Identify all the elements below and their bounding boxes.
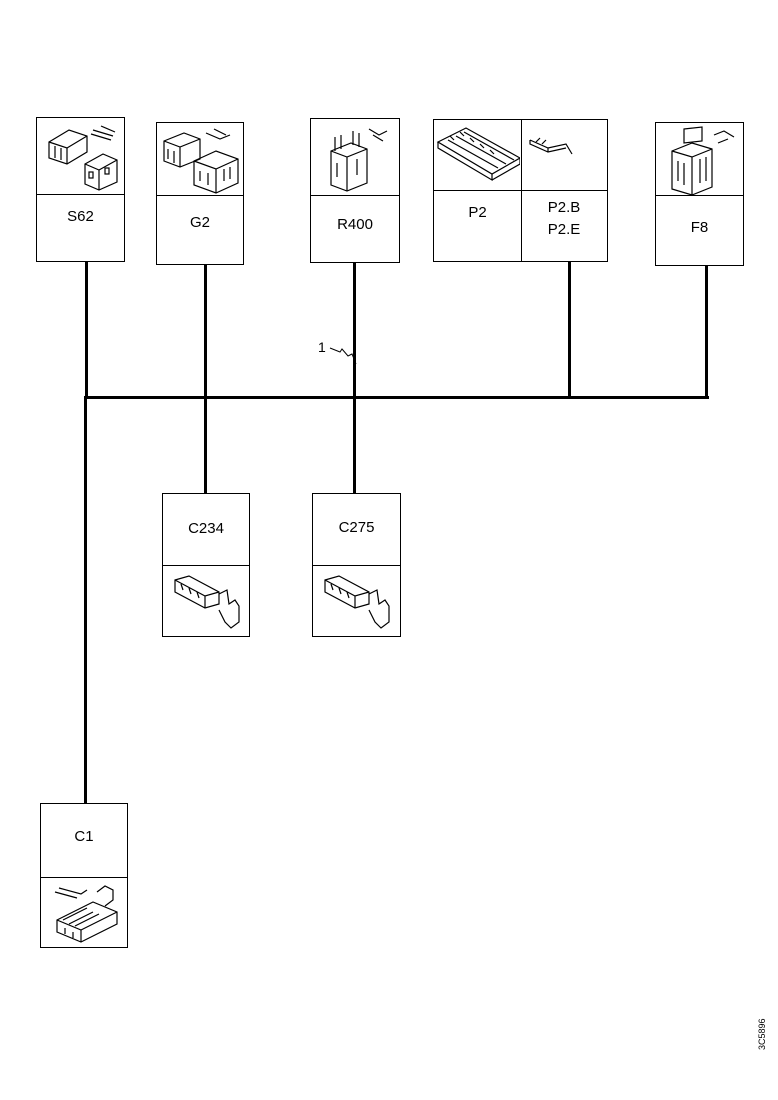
connector-c275: C275 [312,493,401,637]
callout-label: 1 [318,339,326,355]
connector-p2: P2 P2.B P2.E [433,119,608,262]
connector-label: C1 [74,828,94,845]
fuse-box-icon [436,122,520,188]
connector-label: G2 [189,214,210,231]
connector-label: S62 [67,208,94,225]
connector-label: R400 [337,216,373,233]
connector-block-icon [41,120,121,192]
connector-label: F8 [690,219,709,236]
connector-block-icon [47,880,125,946]
terminal-icon [169,570,247,634]
connector-c1: C1 [40,803,128,948]
figure-code: 3C5896 [757,1018,767,1050]
connector-label: P2 [468,204,487,221]
connector-r400: R400 [310,118,400,263]
connector-label-secondary: P2.E [547,221,581,238]
wire-p2b [568,262,571,397]
wire-f8 [705,266,708,397]
connector-label: P2.B [547,199,581,216]
connector-label: C234 [188,520,224,537]
wire-c1 [84,398,87,804]
callout-leader [329,347,357,365]
connector-c234: C234 [162,493,250,637]
connector-g2: G2 [156,122,244,265]
connector-f8: F8 [655,122,744,266]
connector-clip-icon [662,125,740,195]
connector-housing-icon [160,125,242,195]
connector-label: C275 [338,519,375,536]
wire-c275 [353,398,356,494]
wire-r400 [353,263,356,397]
terminal-icon [319,570,397,634]
wire-s62 [85,262,88,397]
connector-plug-icon [317,121,397,193]
harness-trunk-horizontal [84,396,709,399]
wire-c234 [204,398,207,494]
terminal-icon [526,130,576,164]
wire-g2 [204,265,207,397]
connector-s62: S62 [36,117,125,262]
